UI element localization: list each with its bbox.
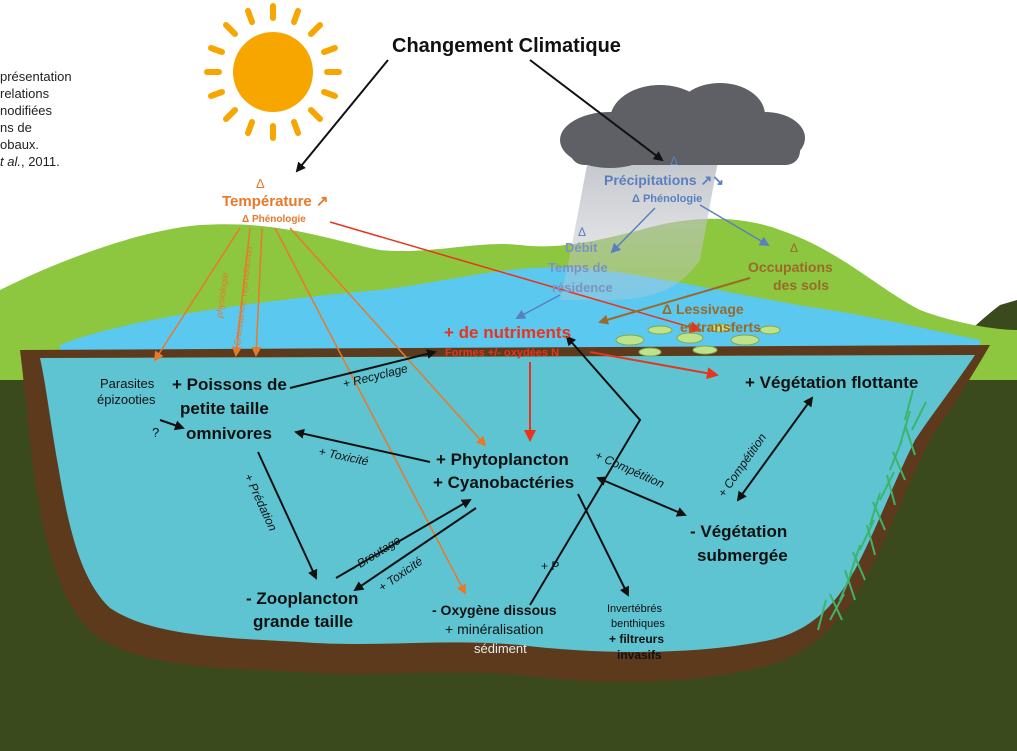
caption-line-5: obaux.: [0, 137, 40, 152]
zooplancton-line-1: - Zooplancton: [246, 589, 358, 608]
arrows: [153, 59, 814, 606]
arrow-climate-to-temperature: [295, 59, 389, 173]
cloud: [560, 83, 805, 168]
arrow-occupations-to-lessivage: [598, 277, 751, 325]
occupations-delta: Δ: [790, 241, 798, 255]
caption-line-1: présentation: [0, 69, 72, 84]
arrow-temp-to-phyto: [289, 227, 487, 447]
sediment-label: sédiment: [474, 641, 527, 656]
arrow-precip-to-debit: [610, 207, 656, 254]
arrow-climate-to-precipitations: [529, 59, 664, 162]
arrow-question-to-poissons: [159, 419, 185, 431]
invertebres-line-3: + filtreurs: [609, 632, 664, 646]
lily-pads: [615, 323, 781, 357]
arrow-phyto-to-zoo: [353, 507, 477, 592]
caption-reference: t al., 2011.: [0, 153, 140, 170]
debit-line-2: Temps de: [548, 260, 608, 275]
poissons-line-2: petite taille: [180, 399, 269, 418]
caption-ref-italic: t al.: [0, 154, 21, 169]
arrow-zoo-to-phyto: [335, 498, 472, 579]
poissons-line-3: omnivores: [186, 424, 272, 443]
zooplancton-line-2: grande taille: [253, 612, 353, 631]
arrow-nutriments-to-vegetation: [589, 351, 719, 380]
vegetation-submergee-line-2: submergée: [697, 546, 788, 565]
debit-line-1: Débit: [565, 240, 598, 255]
temperature-delta: Δ: [256, 176, 265, 191]
arrow-p-to-nutriments: [529, 335, 642, 606]
temperature-phenologie: Δ Phénologie: [242, 214, 306, 225]
precipitations-phenologie: Δ Phénologie: [632, 193, 702, 205]
arrow-temp-to-parasites: [153, 227, 241, 362]
occupations-line-2: des sols: [773, 277, 829, 293]
phyto-line-1: + Phytoplancton: [436, 450, 569, 469]
arrow-temp-to-poissons-1: [231, 227, 251, 357]
arrow-competition-veg-veg: [736, 396, 814, 502]
arrow-temp-to-poissons-2: [251, 227, 263, 357]
lessivage-line-2: et transferts: [680, 319, 761, 335]
arrow-temp-to-oxygene: [274, 227, 466, 595]
formes-label: Formes +/- oxydées N: [445, 347, 559, 359]
nutriments-label: + de nutriments: [444, 323, 571, 342]
arrow-poissons-to-zooplancton: [257, 451, 318, 580]
arrow-debit-to-nutriments: [515, 294, 561, 319]
arrow-poissons-to-nutriments: [289, 349, 437, 389]
parasites-line-2: épizooties: [97, 392, 156, 407]
precipitations-delta: Δ: [670, 154, 678, 168]
debit-line-3: résidence: [552, 280, 613, 295]
plus-p-label: + P: [541, 559, 559, 573]
caption-line-4: ns de: [0, 120, 32, 135]
question-mark: ?: [152, 425, 159, 440]
poissons-line-1: + Poissons de: [172, 375, 287, 394]
invertebres-line-4: invasifs: [617, 648, 662, 662]
caption-line-3: nodifiées: [0, 103, 53, 118]
arrow-temp-to-vegetation: [329, 221, 702, 333]
temperature-label: Température ↗: [222, 193, 329, 210]
oxygene-line-2: + minéralisation: [445, 621, 543, 637]
invertebres-line-2: benthiques: [611, 618, 665, 630]
debit-delta: Δ: [578, 225, 586, 239]
parasites-line-1: Parasites: [100, 376, 155, 391]
sun-icon: [204, 3, 342, 141]
arrow-precip-to-occupations: [699, 204, 770, 247]
caption-line-2: relations: [0, 86, 50, 101]
diagram-title: Changement Climatique: [392, 35, 621, 57]
phyto-line-2: + Cyanobactéries: [433, 473, 574, 492]
precipitations-label: Précipitations ↗↘: [604, 172, 724, 188]
vegetation-flottante-label: + Végétation flottante: [745, 373, 918, 392]
caption-ref-rest: , 2011.: [20, 154, 60, 169]
caption: présentation relations nodifiées ns de o…: [0, 68, 140, 170]
invertebres-line-1: Invertébrés: [607, 603, 663, 615]
lessivage-line-1: Δ Lessivage: [662, 301, 744, 317]
vegetation-submergee-line-1: - Végétation: [690, 522, 787, 541]
oxygene-line-1: - Oxygène dissous: [432, 602, 557, 618]
arrow-phyto-to-poissons: [294, 428, 431, 463]
submerged-grass: [817, 389, 927, 631]
rain-curtain: [560, 150, 720, 300]
occupations-line-1: Occupations: [748, 259, 833, 275]
arrow-competition-phyto-veg: [596, 476, 687, 517]
